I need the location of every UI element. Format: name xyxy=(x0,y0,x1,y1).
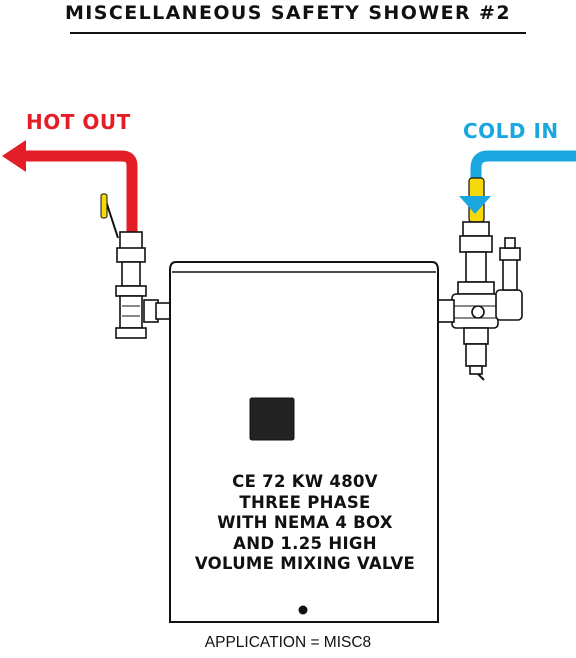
application-code: APPLICATION = MISC8 xyxy=(204,634,372,651)
cold-in-arrow-icon xyxy=(459,196,491,214)
title-underline xyxy=(70,32,526,34)
hot-out-label: HOT OUT xyxy=(26,110,131,134)
cold-in-pipe xyxy=(459,150,576,223)
unit-spec-text: CE 72 KW 480V THREE PHASE WITH NEMA 4 BO… xyxy=(185,472,425,575)
spec-line: AND 1.25 HIGH xyxy=(233,533,377,553)
hot-out-pipe xyxy=(2,140,138,232)
hot-out-arrow-icon xyxy=(2,140,26,172)
hot-valve-handle xyxy=(100,193,108,219)
indicator-dot xyxy=(298,605,308,615)
spec-line: WITH NEMA 4 BOX xyxy=(217,513,393,532)
mixing-valve xyxy=(437,221,523,381)
diagram-title: MISCELLANEOUS SAFETY SHOWER #2 xyxy=(64,2,511,24)
hot-side-fittings xyxy=(100,193,171,339)
spec-line: THREE PHASE xyxy=(239,492,371,512)
spec-line: VOLUME MIXING VALVE xyxy=(194,554,416,573)
spec-line: CE 72 KW 480V xyxy=(232,472,378,491)
cold-in-label: COLD IN xyxy=(463,119,559,143)
heater-unit xyxy=(169,261,439,623)
control-display xyxy=(249,397,295,441)
